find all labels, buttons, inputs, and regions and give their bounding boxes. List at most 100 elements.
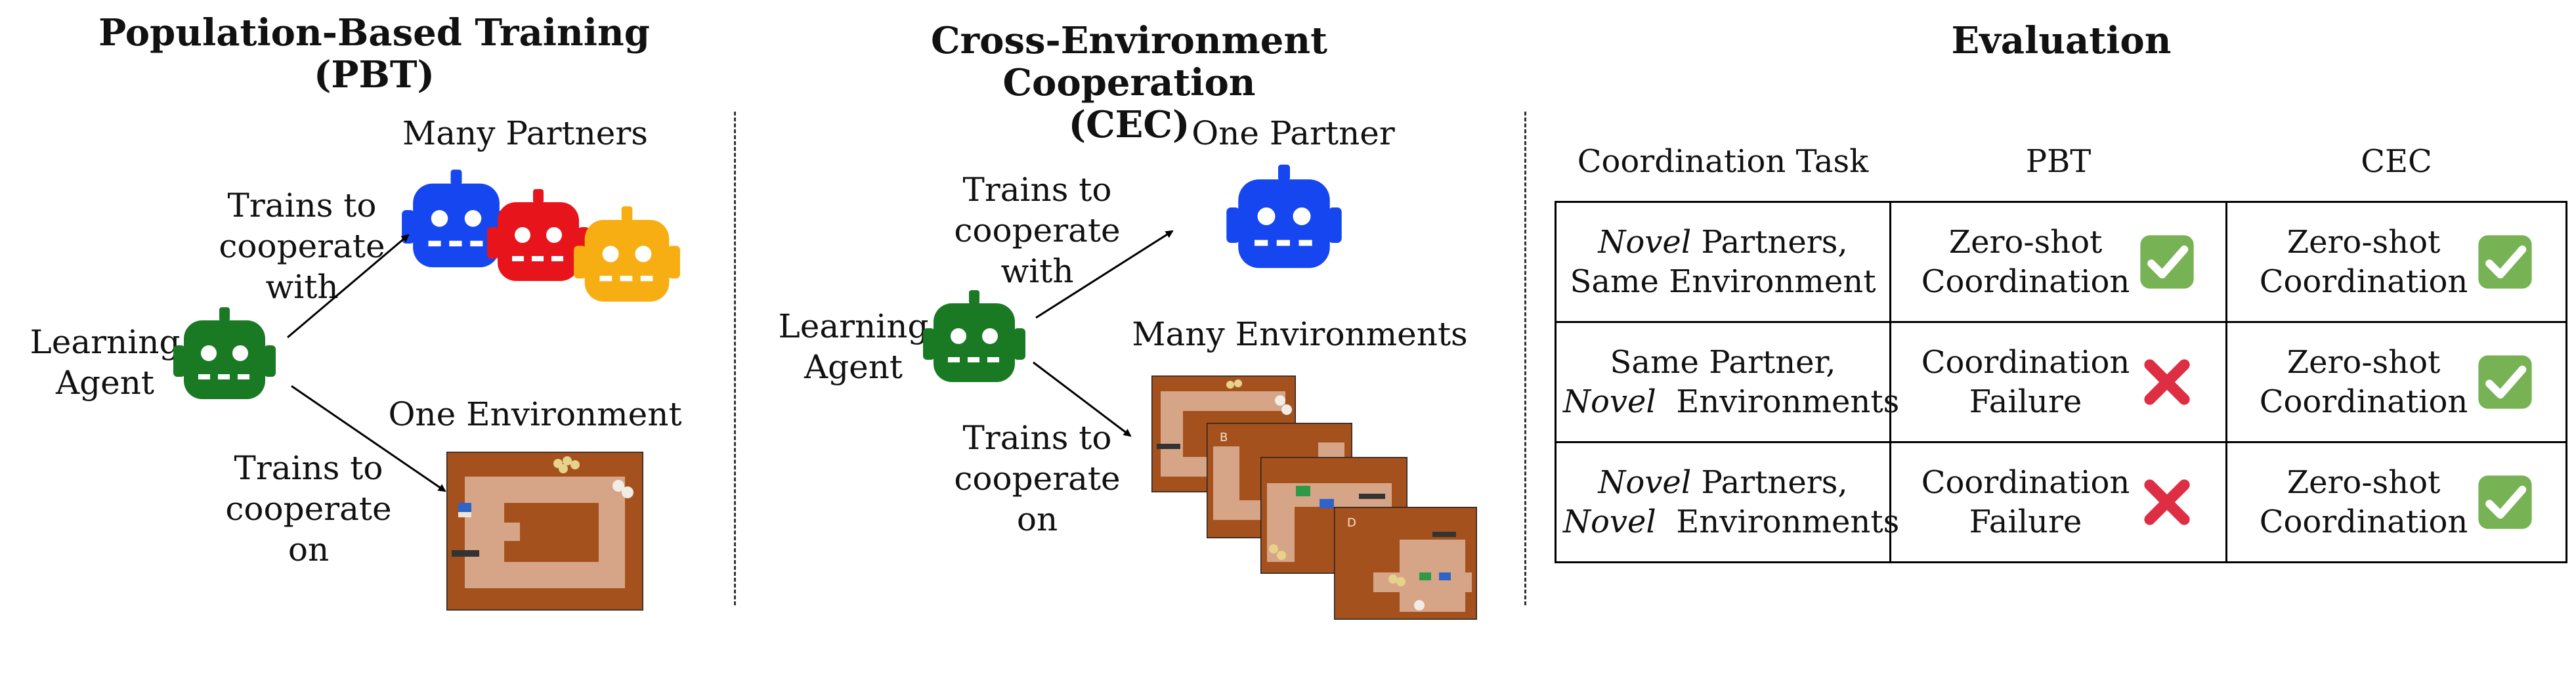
cec-result-line2: Coordination — [2259, 263, 2468, 300]
cec-result-line2: Coordination — [2259, 504, 2468, 540]
task-line1: Novel Partners, — [1563, 463, 1883, 502]
pbt-many-partners-heading: Many Partners — [402, 114, 648, 152]
cec-on-line2: cooperate — [954, 460, 1121, 498]
task-line1: Same Partner, — [1563, 343, 1883, 382]
check-icon — [2140, 235, 2194, 289]
check-icon — [2478, 355, 2532, 409]
cec-with-line2: cooperate — [954, 211, 1121, 249]
cec-one-partner-heading: One Partner — [1191, 114, 1395, 152]
cec-learning-agent-line1: Learning — [778, 307, 929, 345]
pbt-with-line3: with — [265, 268, 339, 306]
pbt-result-line2: Coordination — [1921, 263, 2130, 300]
divider-left — [734, 112, 736, 605]
divider-right — [1524, 112, 1526, 605]
pbt-learning-agent-label: Learning Agent — [26, 322, 184, 403]
pbt-map-dishes — [612, 480, 633, 498]
pbt-on-line2: cooperate — [225, 490, 392, 528]
task-line1: Novel Partners, — [1563, 223, 1883, 262]
cec-result-line1: Zero-shot — [2286, 344, 2441, 381]
cec-map-b-letter: B — [1220, 431, 1228, 444]
pbt-title: Population-Based Training (PBT) — [79, 12, 670, 96]
cec-arrow-to-partner — [1035, 230, 1174, 319]
table-row: Novel Partners, Novel Environments Coord… — [1555, 441, 2567, 563]
pbt-environment-map — [446, 452, 643, 611]
pbt-partner-yellow-robot-icon — [574, 206, 680, 302]
cec-arrows — [1033, 230, 1174, 437]
cec-title-line1: Cross-Environment Cooperation — [931, 19, 1327, 104]
cross-icon — [2144, 359, 2190, 405]
pbt-map-onions — [553, 456, 580, 473]
pbt-result-line1: Coordination — [1921, 344, 2130, 381]
cec-result-line2: Coordination — [2259, 383, 2468, 420]
task-line2: Novel Environments — [1563, 382, 1899, 421]
pbt-one-environment-heading: One Environment — [388, 395, 682, 433]
cec-title-line2: (CEC) — [1068, 103, 1190, 146]
task-line1-italic: Novel — [1598, 224, 1692, 261]
cec-arrow-to-environments — [1033, 361, 1132, 437]
header-pbt: PBT — [2025, 143, 2092, 180]
cec-with-line3: with — [1000, 252, 1074, 290]
evaluation-title: Evaluation — [1951, 19, 2172, 62]
task-line2-italic: Novel — [1563, 383, 1656, 420]
cec-learning-agent-label: Learning Agent — [775, 306, 932, 387]
task-line2-text: Environments — [1656, 383, 1900, 420]
pbt-learning-agent-line2: Agent — [56, 364, 154, 402]
pbt-result-line1: Coordination — [1921, 464, 2130, 501]
pbt-result-line2: Failure — [1969, 383, 2082, 420]
task-line1-text: Partners, — [1691, 464, 1848, 501]
task-line2-italic: Novel — [1563, 504, 1656, 540]
task-line2-text: Same Environment — [1570, 263, 1876, 300]
cec-title: Cross-Environment Cooperation (CEC) — [801, 20, 1457, 146]
cec-many-environments-heading: Many Environments — [1132, 315, 1468, 353]
cec-trains-with-label: Trains to cooperate with — [939, 169, 1136, 291]
cross-icon — [2144, 479, 2190, 525]
check-icon — [2478, 235, 2532, 289]
cec-result-line1: Zero-shot — [2286, 464, 2441, 501]
pbt-result-line2: Failure — [1969, 504, 2082, 540]
pbt-learning-agent-line1: Learning — [30, 323, 181, 361]
pbt-result-line1: Zero-shot — [1948, 224, 2103, 261]
pbt-with-line1: Trains to — [227, 186, 377, 225]
check-icon — [2478, 475, 2532, 529]
header-coordination-task: Coordination Task — [1577, 143, 1869, 180]
task-line2: Same Environment — [1563, 262, 1883, 301]
cec-result-line1: Zero-shot — [2286, 224, 2441, 261]
task-line2-text: Environments — [1656, 504, 1900, 540]
cec-trains-on-label: Trains to cooperate on — [939, 418, 1136, 540]
pbt-arrow-to-partners — [287, 234, 410, 339]
pbt-title-line2: (PBT) — [313, 53, 435, 97]
pbt-learning-agent-robot-icon — [173, 307, 276, 399]
cec-learning-agent-robot-icon — [923, 290, 1025, 382]
cec-on-line3: on — [1016, 500, 1058, 538]
pbt-trains-on-label: Trains to cooperate on — [210, 448, 407, 570]
cec-partner-blue-robot-icon — [1226, 164, 1342, 269]
cec-map-d-letter: D — [1347, 516, 1356, 530]
table-header-row: Coordination Task PBT CEC — [1556, 122, 2567, 202]
task-line1-text: Same Partner, — [1610, 344, 1836, 381]
task-line2: Novel Environments — [1563, 502, 1899, 542]
header-cec: CEC — [2361, 143, 2432, 180]
task-cell: Novel Partners, Same Environment — [1555, 201, 1891, 323]
cec-with-line1: Trains to — [962, 171, 1112, 209]
task-cell: Same Partner, Novel Environments — [1555, 321, 1899, 443]
table-row: Same Partner, Novel Environments Coordin… — [1555, 321, 2567, 443]
cec-environment-map-d: D — [1334, 507, 1477, 620]
pbt-title-line1: Population-Based Training — [98, 11, 650, 54]
pbt-on-line1: Trains to — [234, 449, 383, 487]
pbt-with-line2: cooperate — [219, 227, 385, 265]
cec-on-line1: Trains to — [962, 419, 1112, 457]
task-line1-italic: Novel — [1598, 464, 1692, 501]
task-line1-text: Partners, — [1691, 224, 1848, 261]
pbt-trains-with-label: Trains to cooperate with — [204, 185, 400, 307]
pbt-map-pot — [452, 550, 479, 557]
cec-learning-agent-line2: Agent — [804, 348, 903, 386]
table-row: Novel Partners, Same Environment Zero-sh… — [1555, 201, 2567, 323]
pbt-arrows — [287, 234, 446, 492]
task-cell: Novel Partners, Novel Environments — [1555, 441, 1899, 563]
